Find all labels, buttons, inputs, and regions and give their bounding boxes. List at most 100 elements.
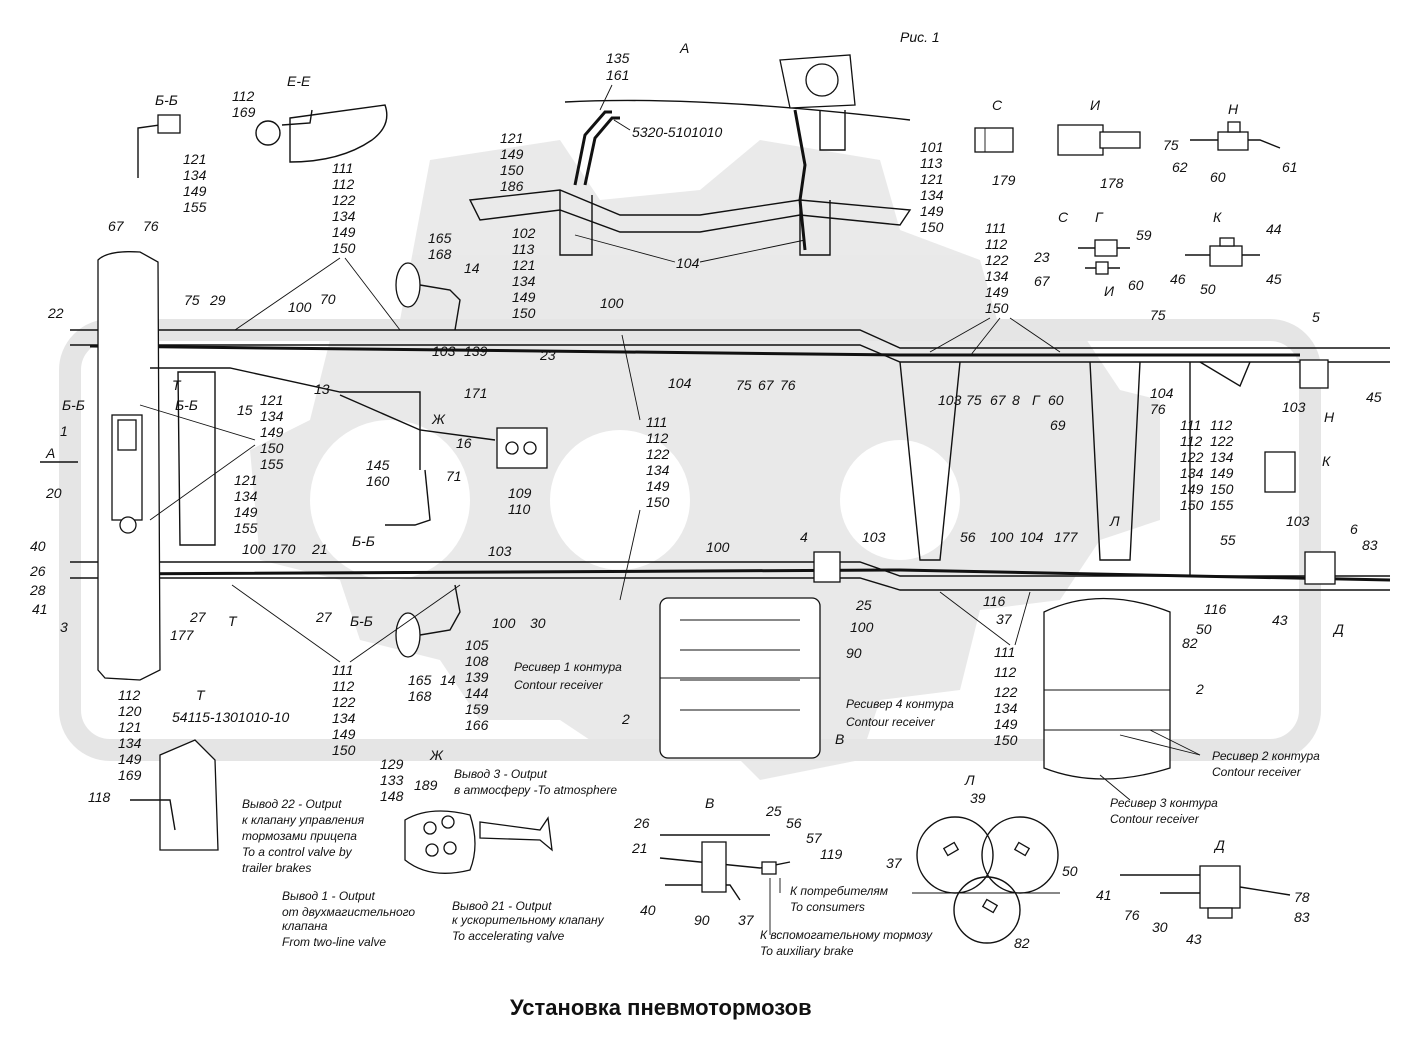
svg-text:139: 139 <box>465 669 489 685</box>
callout-82-main: 82 <box>1182 635 1198 651</box>
callout-67-b: 67 <box>990 392 1007 408</box>
view-t <box>130 739 219 851</box>
output-21-en: To accelerating valve <box>452 929 565 943</box>
brake-chamber-bottom <box>395 584 461 658</box>
output-3-ru2: в атмосферу -To atmosphere <box>454 783 617 797</box>
svg-text:150: 150 <box>1180 497 1204 513</box>
callout-67-mid: 67 <box>758 377 775 393</box>
detail-i <box>1057 124 1141 156</box>
svg-text:111: 111 <box>332 160 353 176</box>
callout-56-main: 56 <box>960 529 976 545</box>
callout-100-a: 100 <box>288 299 312 315</box>
callout-100-g: 100 <box>990 529 1014 545</box>
callout-21-main: 21 <box>311 541 328 557</box>
callout-83-d: 83 <box>1294 909 1310 925</box>
receiver-2-en: Contour receiver <box>1212 765 1302 779</box>
callout-118: 118 <box>88 789 111 805</box>
pipe-16 <box>339 394 496 441</box>
view-v-label: В <box>705 795 714 811</box>
svg-text:134: 134 <box>260 408 284 424</box>
aux-brake-ru: К вспомогательному тормозу <box>760 928 933 942</box>
view-ee-label: Е-Е <box>287 73 311 89</box>
callout-104-main: 104 <box>668 375 692 391</box>
callout-100-c: 100 <box>242 541 266 557</box>
callout-28: 28 <box>29 582 46 598</box>
svg-text:134: 134 <box>234 488 258 504</box>
callout-70: 70 <box>320 291 336 307</box>
callout-100-b: 100 <box>600 295 624 311</box>
output-1-ru: Вывод 1 - Output <box>282 889 376 903</box>
svg-text:108: 108 <box>465 653 489 669</box>
front-bumper <box>97 251 216 681</box>
callout-100-f: 100 <box>850 619 874 635</box>
output-21-ru2: к ускорительному клапану <box>452 913 605 927</box>
svg-text:134: 134 <box>985 268 1009 284</box>
callout-stack-s6: 121 134 149 155 <box>183 151 207 215</box>
callout-76-d: 76 <box>1124 907 1140 923</box>
callout-29: 29 <box>209 292 226 308</box>
callout-57-v: 57 <box>806 830 823 846</box>
svg-text:155: 155 <box>183 199 207 215</box>
section-k-main: К <box>1322 453 1331 469</box>
detail-g-c-mark: С <box>1058 209 1069 225</box>
callout-179: 179 <box>992 172 1016 188</box>
callout-37-l: 37 <box>886 855 903 871</box>
callout-14-bottom: 14 <box>440 672 456 688</box>
callout-40-v: 40 <box>640 902 656 918</box>
callout-stack-s19: 165 168 <box>408 672 432 704</box>
callout-103-rear: 103 <box>1282 399 1306 415</box>
callout-2-b: 2 <box>1195 681 1204 697</box>
callout-177-a: 177 <box>170 627 195 643</box>
output-1-en: From two-line valve <box>282 935 386 949</box>
output-22-ru: Вывод 22 - Output <box>242 797 342 811</box>
svg-text:168: 168 <box>408 688 432 704</box>
callout-21-v: 21 <box>631 840 648 856</box>
callout-169: 169 <box>232 104 256 120</box>
svg-text:109: 109 <box>508 485 532 501</box>
view-a-label: А <box>679 40 689 56</box>
section-b-mid: Б-Б <box>352 533 375 549</box>
svg-text:149: 149 <box>646 478 670 494</box>
callout-stack-s10: 121 134 149 150 155 <box>260 392 284 472</box>
svg-text:134: 134 <box>1180 465 1204 481</box>
callout-139: 139 <box>464 343 488 359</box>
view-bb <box>137 114 181 178</box>
detail-n-label: Н <box>1228 101 1239 117</box>
callout-83: 83 <box>1362 537 1378 553</box>
svg-text:122: 122 <box>994 684 1018 700</box>
callout-stack-s2: 121 149 150 186 <box>500 130 524 194</box>
callout-50-main: 50 <box>1196 621 1212 637</box>
callout-67-g: 67 <box>1034 273 1051 289</box>
callout-30-d: 30 <box>1152 919 1168 935</box>
view-l <box>912 816 1060 944</box>
callout-135: 135 <box>606 50 630 66</box>
watermark <box>59 140 1321 780</box>
callout-90-v: 90 <box>694 912 710 928</box>
callout-22: 22 <box>47 305 64 321</box>
svg-text:134: 134 <box>332 710 356 726</box>
output-22-en2: trailer brakes <box>242 861 311 875</box>
callout-14-top: 14 <box>464 260 480 276</box>
svg-text:165: 165 <box>428 230 452 246</box>
callout-stack-s24: 129 133 148 <box>380 756 404 804</box>
section-zh: Ж <box>431 411 446 427</box>
receiver-4-en: Contour receiver <box>846 715 936 729</box>
callout-4: 4 <box>800 529 808 545</box>
svg-text:169: 169 <box>118 767 142 783</box>
receiver-1-ru: Ресивер 1 контура <box>514 660 622 674</box>
chassis-frame <box>70 329 1391 591</box>
callout-3: 3 <box>60 619 68 635</box>
callout-2-a: 2 <box>621 711 630 727</box>
callout-71: 71 <box>446 468 462 484</box>
detail-k <box>1185 237 1260 267</box>
callout-39: 39 <box>970 790 986 806</box>
section-n-main: Н <box>1324 409 1335 425</box>
callout-76-b: 76 <box>1150 401 1166 417</box>
callout-25-main: 25 <box>855 597 872 613</box>
callout-103-d: 103 <box>488 543 512 559</box>
consumers-en: To consumers <box>790 900 865 914</box>
svg-text:150: 150 <box>1210 481 1234 497</box>
callout-stack-s22: 111 112 122 134 149 150 <box>994 644 1018 748</box>
callout-25-v: 25 <box>765 803 782 819</box>
